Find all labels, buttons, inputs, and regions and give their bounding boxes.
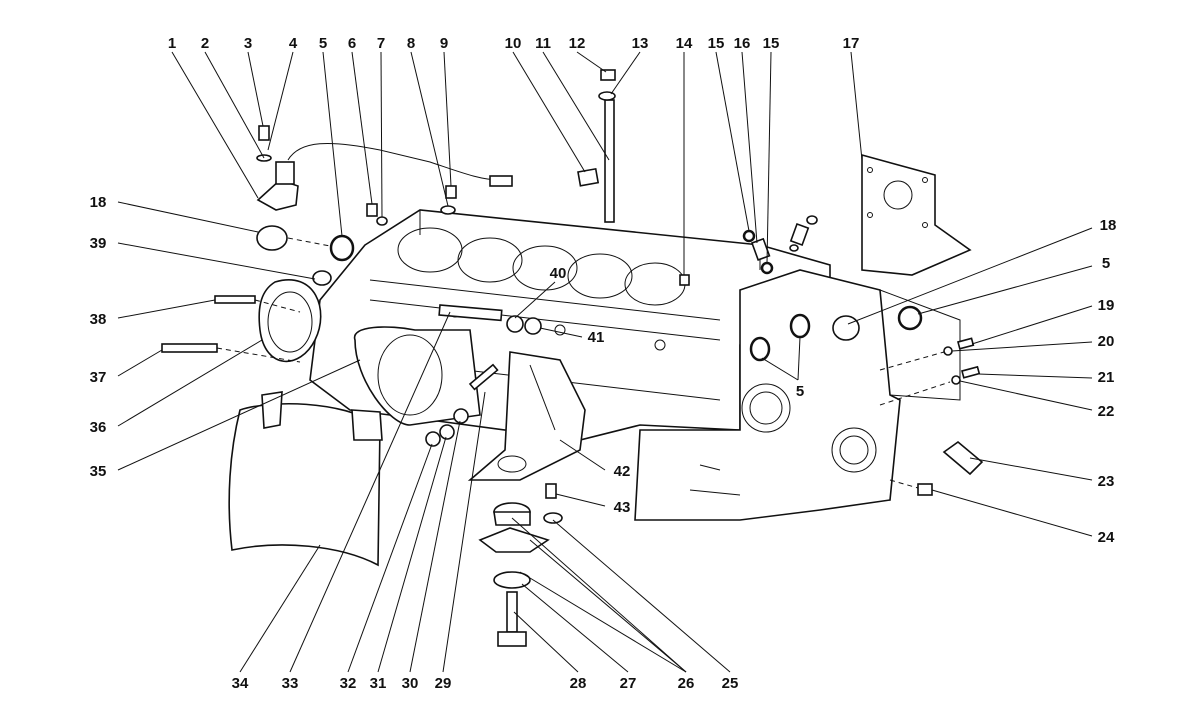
plug-left <box>256 225 355 262</box>
callout-28: 28 <box>570 675 587 692</box>
callout-13: 13 <box>632 35 649 52</box>
callout-34: 34 <box>232 675 249 692</box>
studs <box>161 295 301 363</box>
callout-37: 37 <box>90 369 107 386</box>
callout-36: 36 <box>90 419 107 436</box>
callout-5: 5 <box>319 35 327 52</box>
callout-18-right: 18 <box>1100 217 1117 234</box>
callout-31: 31 <box>370 675 387 692</box>
callout-9: 9 <box>440 35 448 52</box>
callout-26: 26 <box>678 675 695 692</box>
callout-40: 40 <box>550 265 567 282</box>
starter-motor <box>353 304 503 426</box>
callout-38: 38 <box>90 311 107 328</box>
callout-33: 33 <box>282 675 299 692</box>
heat-shield <box>228 391 383 567</box>
callout-15a: 15 <box>708 35 725 52</box>
callout-24: 24 <box>1098 529 1115 546</box>
callout-8: 8 <box>407 35 415 52</box>
callout-4: 4 <box>289 35 298 52</box>
callout-6: 6 <box>348 35 356 52</box>
callout-32: 32 <box>340 675 357 692</box>
leader-lines <box>117 51 1093 673</box>
callout-35: 35 <box>90 463 107 480</box>
callout-7: 7 <box>377 35 385 52</box>
callout-15b: 15 <box>763 35 780 52</box>
callout-14: 14 <box>676 35 693 52</box>
callout-25: 25 <box>722 675 739 692</box>
callout-23: 23 <box>1098 473 1115 490</box>
seal-plate <box>258 270 332 363</box>
bracket-17 <box>861 153 972 276</box>
rubber-mount <box>478 483 563 647</box>
callout-42: 42 <box>614 463 631 480</box>
callout-5-right: 5 <box>1102 255 1110 272</box>
callout-21: 21 <box>1098 369 1115 386</box>
callout-41: 41 <box>588 329 605 346</box>
callout-11: 11 <box>535 35 551 52</box>
callout-43: 43 <box>614 499 631 516</box>
callout-12: 12 <box>569 35 586 52</box>
callout-39: 39 <box>90 235 107 252</box>
callout-20: 20 <box>1098 333 1115 350</box>
callout-22: 22 <box>1098 403 1115 420</box>
callout-27: 27 <box>620 675 637 692</box>
callout-18-left: 18 <box>90 194 107 211</box>
callout-16: 16 <box>734 35 751 52</box>
callout-30: 30 <box>402 675 419 692</box>
mount-bracket <box>467 351 586 481</box>
callout-17: 17 <box>843 35 860 52</box>
callout-3: 3 <box>244 35 252 52</box>
callout-10: 10 <box>505 35 522 52</box>
right-fasteners <box>879 337 984 496</box>
callout-1: 1 <box>168 35 176 52</box>
callout-29: 29 <box>435 675 452 692</box>
callout-5-lower: 5 <box>796 383 804 400</box>
sensor-assembly <box>256 125 513 211</box>
callout-2: 2 <box>201 35 209 52</box>
callout-19: 19 <box>1098 297 1115 314</box>
callout-labels: 1 2 3 4 5 6 7 8 9 10 11 12 13 14 15 16 1… <box>90 35 1117 692</box>
small-fasteners <box>425 363 499 447</box>
sleeves-40-41 <box>506 315 542 335</box>
